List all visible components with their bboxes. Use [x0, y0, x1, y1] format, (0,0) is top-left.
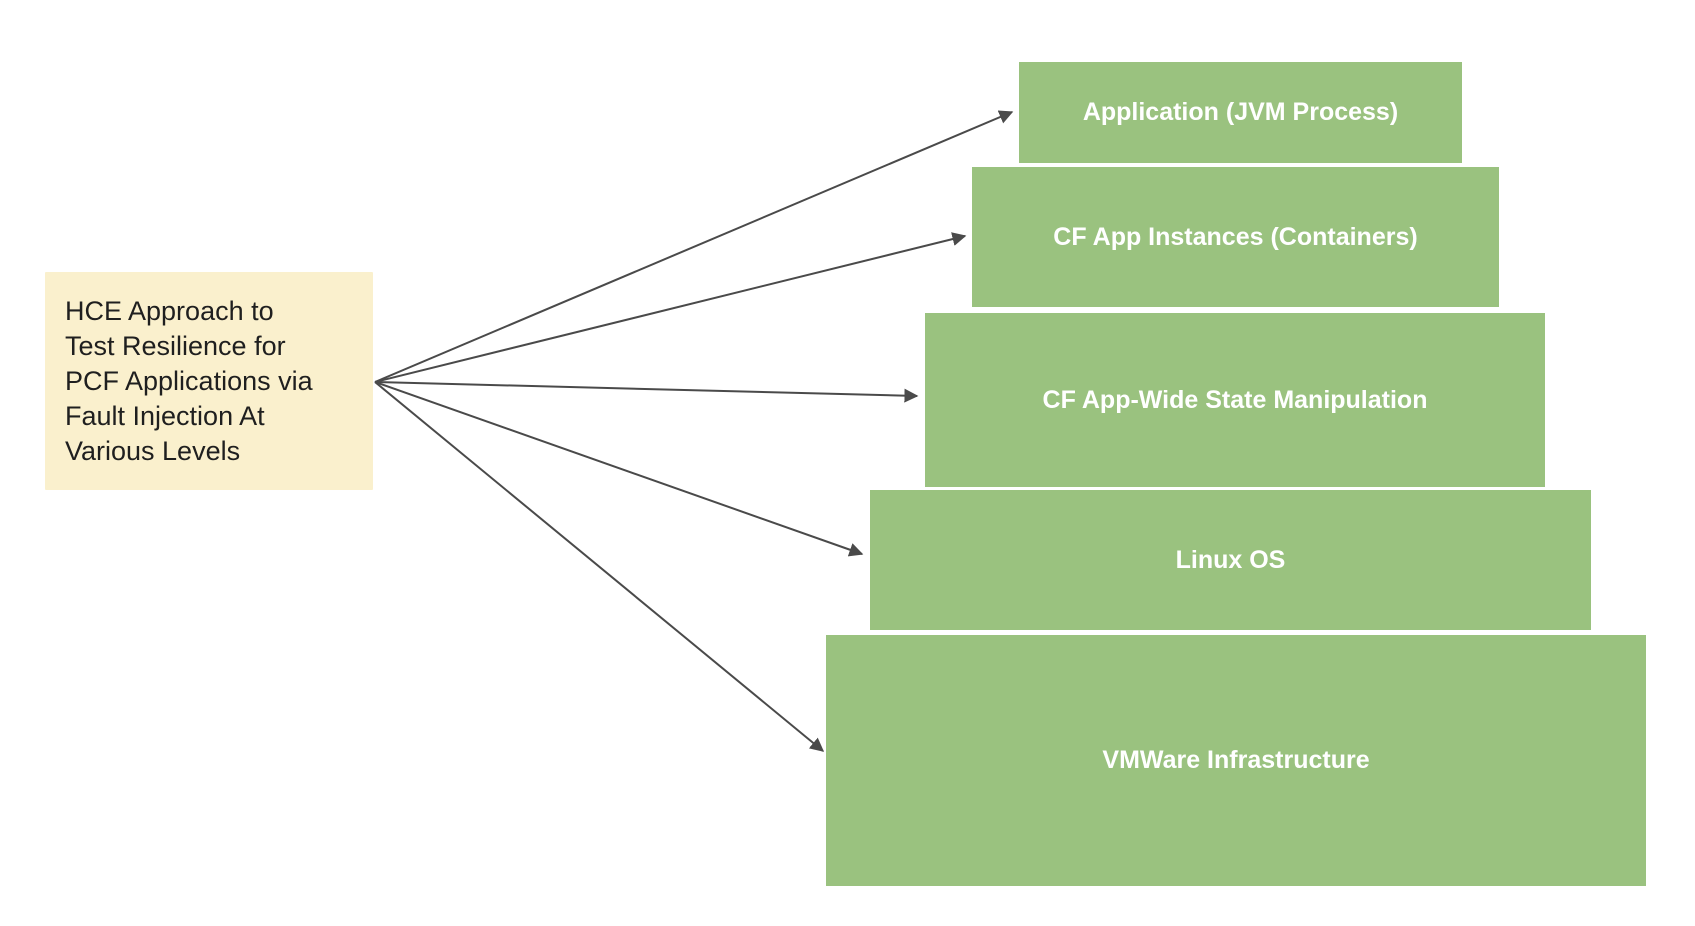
- approach-note-box: HCE Approach to Test Resilience for PCF …: [45, 272, 373, 490]
- note-line: HCE Approach to: [65, 295, 274, 326]
- level-box-application: Application (JVM Process): [1019, 62, 1462, 163]
- arrow-to-application: [374, 110, 1014, 383]
- note-line: Various Levels: [65, 435, 241, 466]
- note-line: PCF Applications via: [65, 365, 313, 396]
- arrow-to-cf-app-wide-state: [374, 381, 919, 403]
- level-box-label: CF App Instances (Containers): [1053, 222, 1418, 251]
- level-box-cf-app-instances: CF App Instances (Containers): [972, 167, 1499, 307]
- level-box-cf-app-wide-state: CF App-Wide State Manipulation: [925, 313, 1545, 487]
- arrow-to-cf-app-instances: [374, 232, 967, 383]
- note-line: Test Resilience for: [65, 330, 286, 361]
- level-box-vmware-infrastructure: VMWare Infrastructure: [826, 635, 1646, 886]
- level-box-label: CF App-Wide State Manipulation: [1042, 385, 1428, 414]
- level-box-label: VMWare Infrastructure: [1102, 746, 1370, 774]
- arrow-to-vmware-infrastructure: [374, 381, 825, 752]
- level-box-label: Linux OS: [1175, 545, 1286, 574]
- level-box-label: Application (JVM Process): [1082, 98, 1399, 126]
- arrow-to-linux-os: [374, 381, 864, 557]
- level-box-linux-os: Linux OS: [870, 490, 1591, 630]
- note-line: Fault Injection At: [65, 400, 265, 431]
